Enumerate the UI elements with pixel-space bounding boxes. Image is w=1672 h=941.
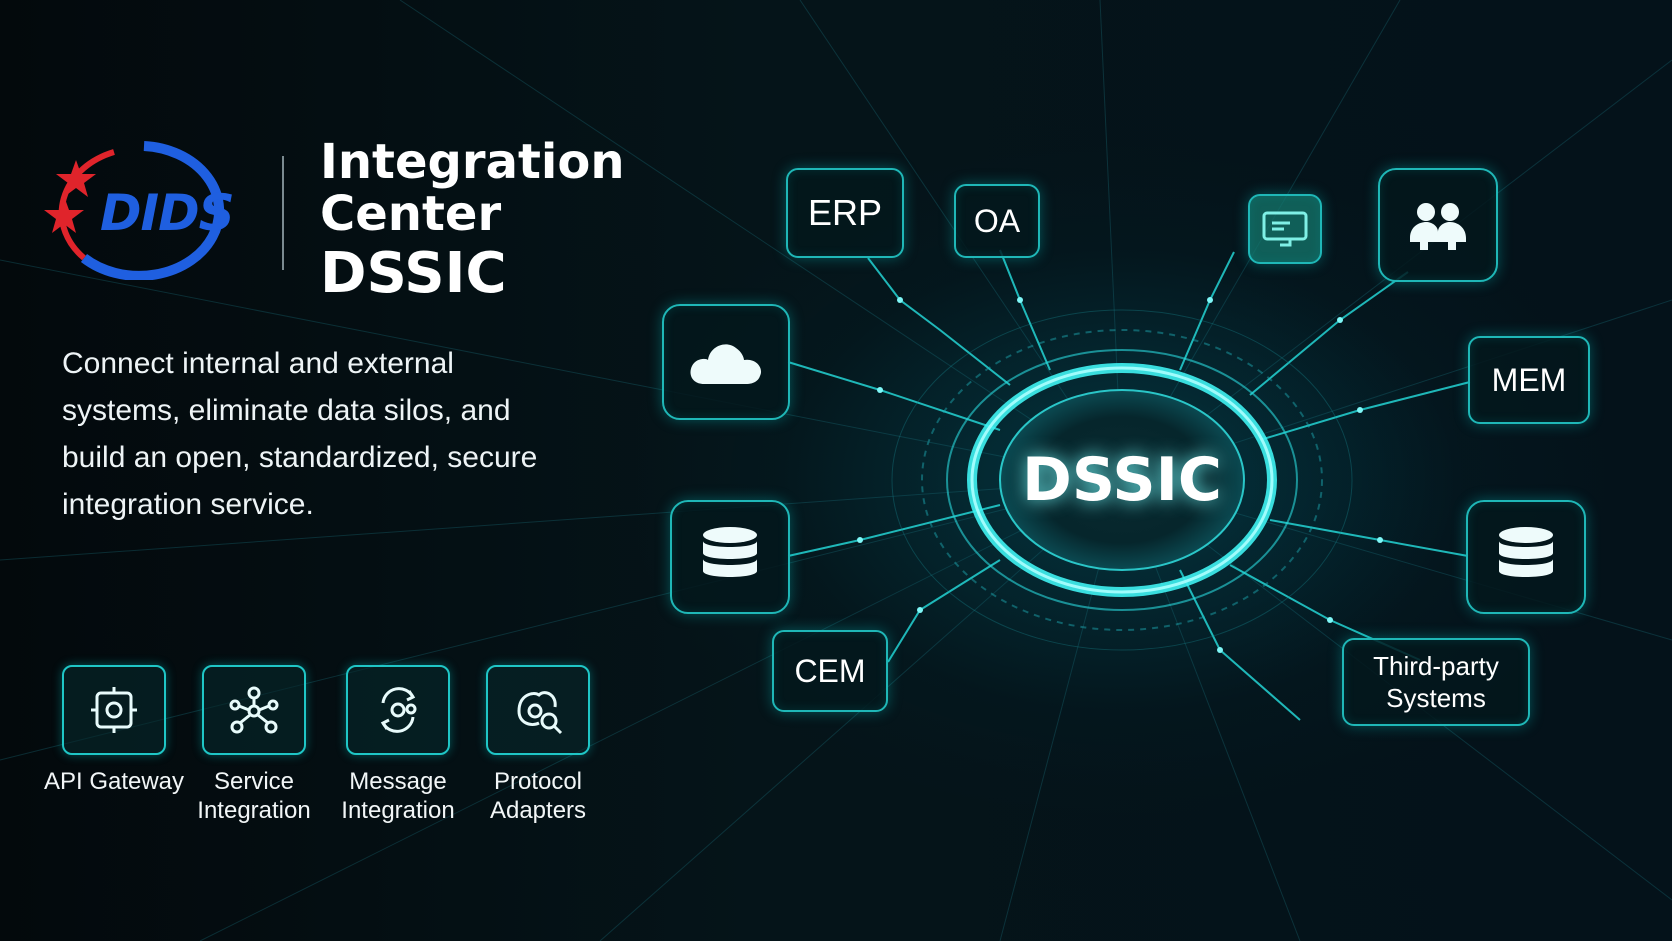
logo-text: DIDS: [100, 184, 235, 242]
node-monitor: [1248, 194, 1322, 264]
dids-logo: DIDS: [44, 138, 244, 280]
feature-label: Service Integration: [197, 768, 311, 824]
protocol-adapters-icon: [486, 665, 590, 755]
node-cloud: [662, 304, 790, 420]
node-erp: ERP: [786, 168, 904, 258]
title-line-2: Center: [320, 186, 502, 242]
description: Connect internal and external systems, e…: [62, 347, 538, 521]
feature-api-gateway: API Gateway: [34, 665, 194, 796]
dssic-hub: DSSIC: [1022, 445, 1222, 515]
feature-label: Message Integration: [341, 768, 455, 824]
node-mem: MEM: [1468, 336, 1590, 424]
node-users: [1378, 168, 1498, 282]
title-line-1: Integration: [320, 134, 625, 190]
api-gateway-icon: [62, 665, 166, 755]
node-cem: CEM: [772, 630, 888, 712]
node-database-right: [1466, 500, 1586, 614]
database-icon: [703, 527, 757, 577]
feature-label: API Gateway: [43, 768, 185, 795]
service-integration-icon: [202, 665, 306, 755]
feature-protocol-adapters: Protocol Adapters: [458, 665, 618, 825]
feature-service-integration: Service Integration: [174, 665, 334, 825]
node-oa: OA: [954, 184, 1040, 258]
cloud-icon: [690, 344, 762, 384]
logo-ring-icon: [44, 141, 225, 280]
feature-message-integration: Message Integration: [318, 665, 478, 825]
node-third-party-systems: Third-party Systems: [1342, 638, 1530, 726]
title-line-3: DSSIC: [320, 241, 507, 306]
page-title: Integration Center DSSIC: [320, 138, 625, 302]
feature-label: Protocol Adapters: [489, 768, 587, 824]
monitor-icon: [1262, 211, 1308, 247]
title-divider: [282, 156, 284, 270]
message-integration-icon: [346, 665, 450, 755]
users-icon: [1410, 203, 1466, 250]
database-icon: [1499, 527, 1553, 577]
node-database-left: [670, 500, 790, 614]
